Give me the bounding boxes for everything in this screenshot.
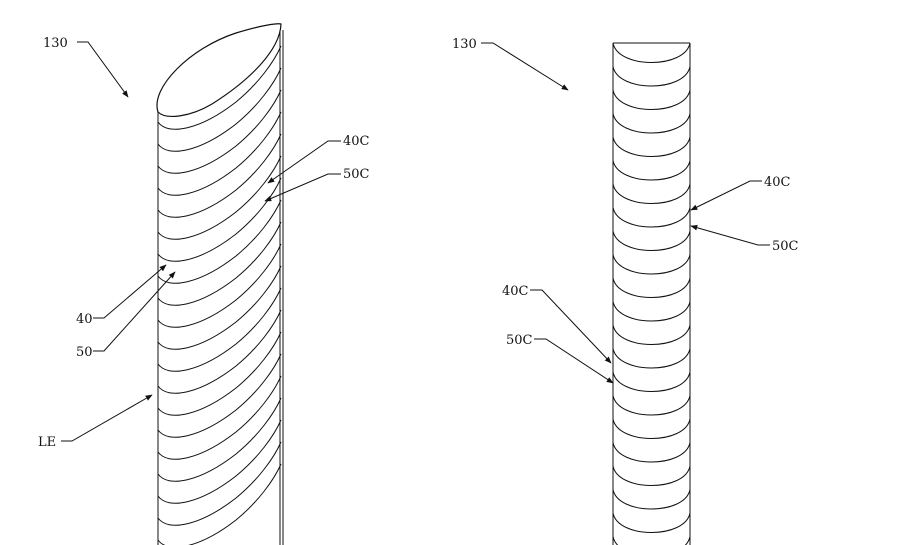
helix-crest [157, 441, 282, 526]
right-rod-outline [612, 42, 691, 545]
left-leaders [61, 41, 341, 442]
ring-crest [612, 418, 691, 439]
ring-crest [612, 42, 691, 63]
right-labels: 130 40C 50C 40C 50C [452, 37, 799, 348]
ring-crest [612, 183, 691, 204]
helix-crest [157, 221, 282, 306]
right-ring-crests [612, 42, 691, 545]
label-40: 40 [76, 312, 93, 327]
helix-crest [157, 397, 282, 482]
ring-crest [612, 113, 691, 134]
helix-crest [157, 111, 282, 196]
left-helical-crests [157, 45, 282, 545]
ring-crest [612, 136, 691, 157]
ring-crest [612, 89, 691, 110]
ring-crest [612, 66, 691, 87]
ring-crest [612, 230, 691, 251]
helix-crest [157, 287, 282, 372]
helix-crest [157, 155, 282, 240]
helix-crest [157, 133, 282, 218]
left-rod-view [156, 23, 284, 545]
label-40C-right-upper: 40C [764, 175, 791, 190]
helix-crest [157, 331, 282, 416]
right-leaders [481, 42, 770, 384]
ring-crest [612, 207, 691, 228]
label-40C-left: 40C [343, 134, 370, 149]
helix-crest [157, 45, 282, 130]
ring-crest [612, 442, 691, 463]
helix-crest [157, 419, 282, 504]
ring-crest [612, 348, 691, 369]
label-50C-right-lower: 50C [506, 333, 533, 348]
ring-crest [612, 324, 691, 345]
helix-crest [157, 89, 282, 174]
ring-crest [612, 465, 691, 486]
right-rod-view [612, 42, 691, 545]
ring-crest [612, 512, 691, 533]
label-50: 50 [76, 345, 93, 360]
helix-crest [157, 67, 282, 152]
helix-crest [157, 199, 282, 284]
helix-crest [157, 265, 282, 350]
ring-crest [612, 254, 691, 275]
ring-crest [612, 536, 691, 545]
helix-crest [157, 243, 282, 328]
ring-crest [612, 301, 691, 322]
ring-crest [612, 277, 691, 298]
helix-crest [157, 463, 282, 545]
left-labels: 130 40C 50C 40 50 LE [38, 36, 370, 450]
helix-crest [157, 375, 282, 460]
helix-crest [157, 353, 282, 438]
left-rod-top-cut [156, 23, 282, 118]
label-50C-left: 50C [343, 167, 370, 182]
label-130-right: 130 [452, 37, 477, 52]
ring-crest [612, 371, 691, 392]
helix-crest [157, 309, 282, 394]
ring-crest [612, 489, 691, 510]
label-130-left: 130 [43, 36, 68, 51]
label-LE: LE [38, 435, 56, 450]
left-rod-outline [157, 24, 284, 545]
helix-crest [157, 177, 282, 262]
label-40C-right-lower: 40C [502, 284, 529, 299]
ring-crest [612, 395, 691, 416]
ring-crest [612, 160, 691, 181]
label-50C-right-upper: 50C [772, 239, 799, 254]
